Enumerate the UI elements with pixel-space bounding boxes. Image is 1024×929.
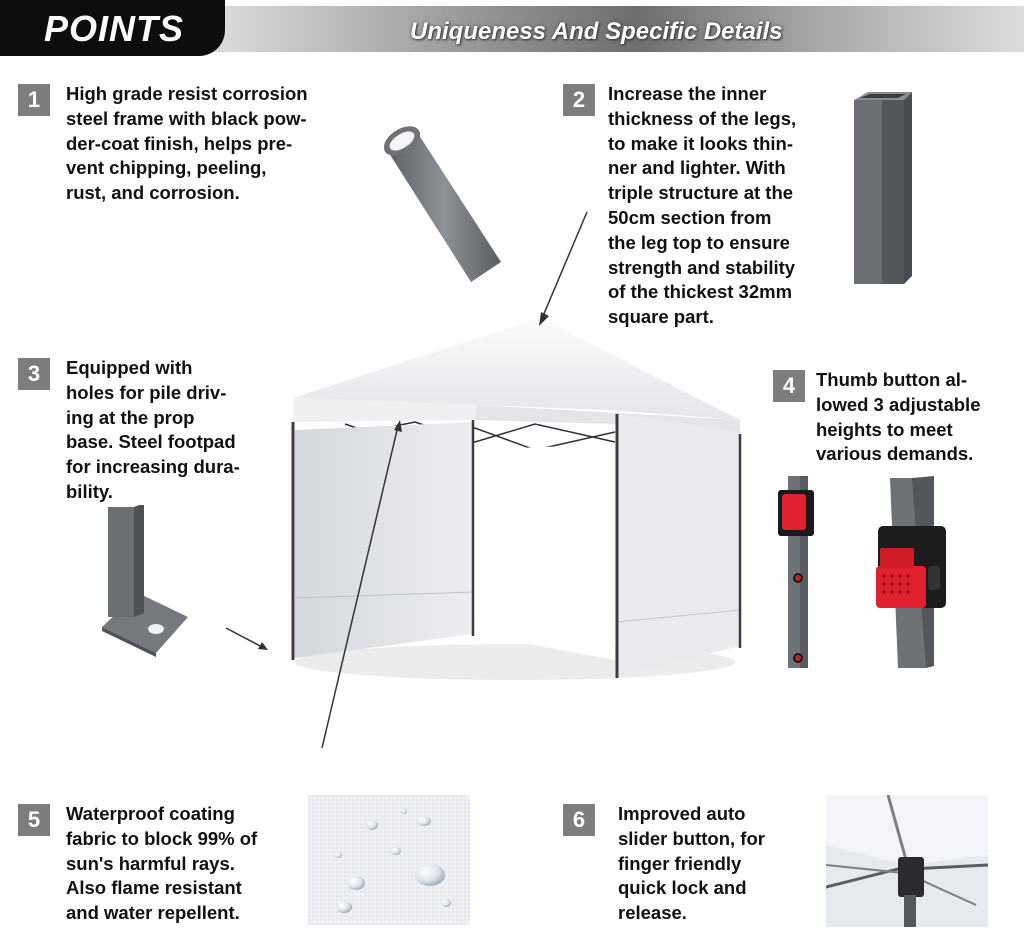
point-6-badge: 6 (563, 804, 595, 836)
header-tag-text: POINTS (44, 8, 185, 49)
thumb-button-closeup-image (876, 476, 946, 668)
square-leg-image (854, 92, 912, 284)
point-2-text: Increase the inner thickness of the legs… (608, 83, 797, 328)
waterproof-fabric-image (308, 795, 470, 925)
arrow-point-2 (539, 211, 588, 326)
oval-steel-tube-image (383, 126, 501, 282)
point-6-text: Improved auto slider button, for finger … (618, 803, 765, 924)
point-5-text: Waterproof coating fabric to block 99% o… (66, 803, 258, 924)
header-subtitle: Uniqueness And Specific Details (410, 18, 783, 45)
point-4-badge: 4 (773, 370, 805, 402)
canopy-tent-image (291, 318, 742, 680)
header-tag: POINTS (0, 0, 225, 56)
steel-footpad-image (102, 505, 188, 657)
auto-slider-button-image (826, 795, 988, 927)
point-1-text: High grade resist corrosion steel frame … (66, 83, 308, 204)
point-1-badge: 1 (18, 84, 50, 116)
arrow-point-3 (225, 627, 268, 650)
arrow-fabric-line (321, 420, 402, 749)
point-3-text: Equipped with holes for pile driv- ing a… (66, 357, 240, 502)
point-3-badge: 3 (18, 358, 50, 390)
point-5-badge: 5 (18, 804, 50, 836)
thumb-button-pole-image (778, 476, 814, 668)
point-2-badge: 2 (563, 84, 595, 116)
point-4-text: Thumb button al- lowed 3 adjustable heig… (816, 369, 981, 465)
